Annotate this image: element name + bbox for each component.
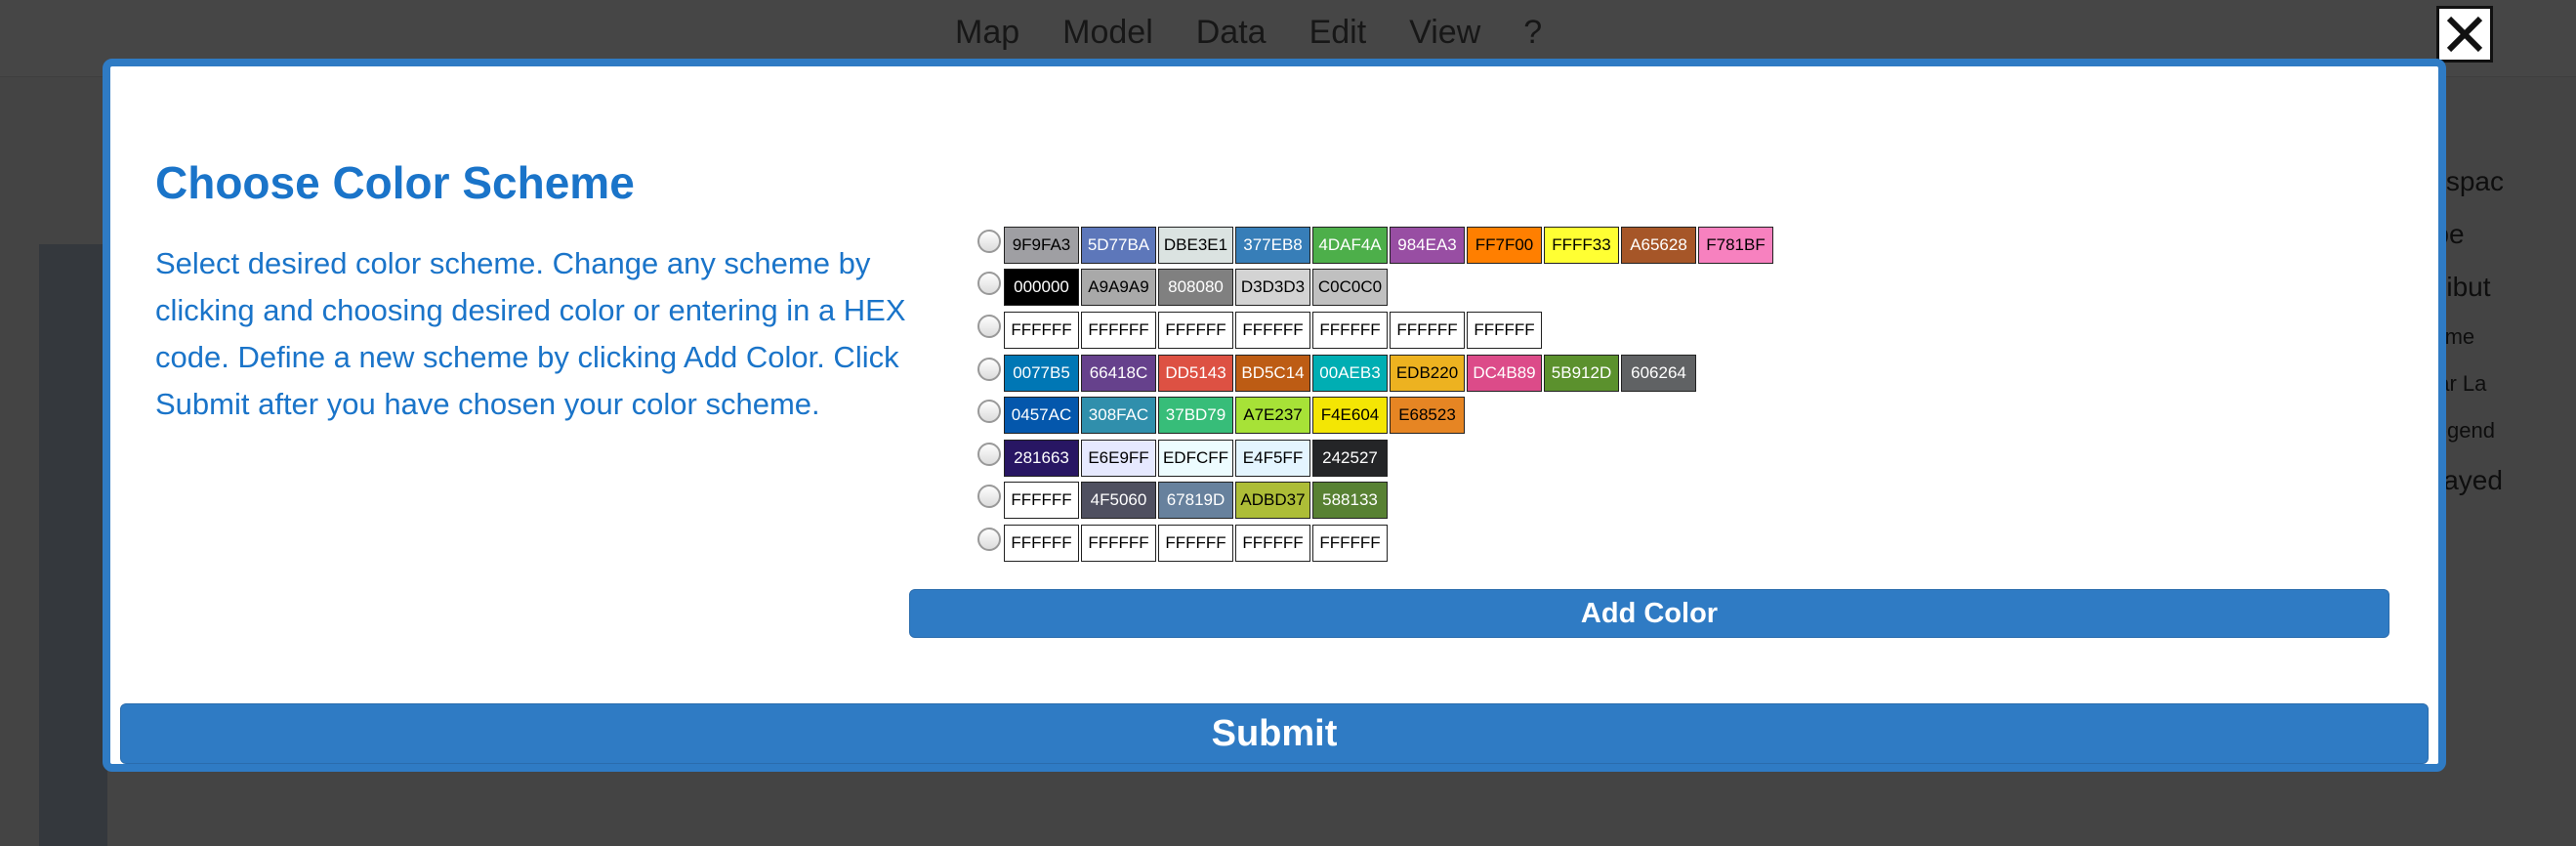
- color-swatch[interactable]: C0C0C0: [1312, 269, 1388, 307]
- color-swatch[interactable]: 00AEB3: [1312, 354, 1388, 392]
- scheme-radio[interactable]: [977, 229, 1001, 253]
- scheme-radio[interactable]: [977, 527, 1001, 551]
- color-swatch[interactable]: 37BD79: [1158, 397, 1233, 435]
- color-swatch[interactable]: FF7F00: [1467, 226, 1542, 264]
- color-swatch[interactable]: 000000: [1004, 269, 1079, 307]
- color-swatch[interactable]: FFFFFF: [1312, 524, 1388, 562]
- scheme-radio[interactable]: [977, 357, 1001, 381]
- color-swatch[interactable]: 9F9FA3: [1004, 226, 1079, 264]
- color-swatch[interactable]: 66418C: [1081, 354, 1156, 392]
- color-scheme-modal: Choose Color Scheme Select desired color…: [103, 59, 2446, 772]
- color-swatch[interactable]: DBE3E1: [1158, 226, 1233, 264]
- color-swatch[interactable]: FFFFFF: [1235, 524, 1310, 562]
- color-swatch[interactable]: A9A9A9: [1081, 269, 1156, 307]
- color-swatch[interactable]: FFFFFF: [1312, 311, 1388, 349]
- modal-description: Select desired color scheme. Change any …: [155, 246, 906, 421]
- color-swatch[interactable]: FFFFFF: [1081, 311, 1156, 349]
- color-swatch[interactable]: A65628: [1621, 226, 1696, 264]
- color-swatch[interactable]: 808080: [1158, 269, 1233, 307]
- color-swatch[interactable]: 4F5060: [1081, 482, 1156, 520]
- scheme-radio[interactable]: [977, 442, 1001, 466]
- color-swatch[interactable]: 377EB8: [1235, 226, 1310, 264]
- color-swatch[interactable]: FFFFFF: [1004, 311, 1079, 349]
- color-swatch[interactable]: FFFFFF: [1235, 311, 1310, 349]
- close-icon: [2446, 16, 2483, 53]
- color-swatch[interactable]: 588133: [1312, 482, 1388, 520]
- color-swatch[interactable]: 984EA3: [1390, 226, 1465, 264]
- color-swatch[interactable]: DD5143: [1158, 354, 1233, 392]
- color-swatch[interactable]: BD5C14: [1235, 354, 1310, 392]
- color-swatch[interactable]: 4DAF4A: [1312, 226, 1388, 264]
- color-swatch[interactable]: FFFFFF: [1467, 311, 1542, 349]
- submit-button[interactable]: Submit: [120, 703, 2429, 764]
- color-swatch[interactable]: FFFFFF: [1158, 524, 1233, 562]
- color-swatch[interactable]: 67819D: [1158, 482, 1233, 520]
- color-swatch[interactable]: F781BF: [1698, 226, 1773, 264]
- scheme-radio[interactable]: [977, 485, 1001, 509]
- add-color-button[interactable]: Add Color: [909, 589, 2389, 638]
- color-swatch[interactable]: 5D77BA: [1081, 226, 1156, 264]
- color-swatch[interactable]: 5B912D: [1544, 354, 1619, 392]
- color-swatch[interactable]: D3D3D3: [1235, 269, 1310, 307]
- scheme-radio[interactable]: [977, 314, 1001, 338]
- color-swatch[interactable]: 281663: [1004, 439, 1079, 477]
- color-swatch[interactable]: F4E604: [1312, 397, 1388, 435]
- color-swatch[interactable]: 0457AC: [1004, 397, 1079, 435]
- color-swatch[interactable]: DC4B89: [1467, 354, 1542, 392]
- close-button[interactable]: [2436, 6, 2493, 63]
- color-swatch[interactable]: E6E9FF: [1081, 439, 1156, 477]
- color-swatch[interactable]: FFFFFF: [1004, 482, 1079, 520]
- color-swatch[interactable]: 308FAC: [1081, 397, 1156, 435]
- color-swatch[interactable]: 0077B5: [1004, 354, 1079, 392]
- color-swatch[interactable]: 606264: [1621, 354, 1696, 392]
- color-swatch[interactable]: A7E237: [1235, 397, 1310, 435]
- scheme-radio[interactable]: [977, 272, 1001, 296]
- color-swatch[interactable]: EDB220: [1390, 354, 1465, 392]
- scheme-radio[interactable]: [977, 400, 1001, 424]
- color-swatch[interactable]: FFFF33: [1544, 226, 1619, 264]
- modal-title: Choose Color Scheme: [155, 157, 635, 208]
- color-swatch[interactable]: FFFFFF: [1081, 524, 1156, 562]
- color-swatch[interactable]: EDFCFF: [1158, 439, 1233, 477]
- color-swatch[interactable]: ADBD37: [1235, 482, 1310, 520]
- color-swatch[interactable]: FFFFFF: [1004, 524, 1079, 562]
- color-swatch[interactable]: FFFFFF: [1158, 311, 1233, 349]
- color-swatch[interactable]: E4F5FF: [1235, 439, 1310, 477]
- color-swatch[interactable]: 242527: [1312, 439, 1388, 477]
- color-swatch[interactable]: FFFFFF: [1390, 311, 1465, 349]
- color-swatch[interactable]: E68523: [1390, 397, 1465, 435]
